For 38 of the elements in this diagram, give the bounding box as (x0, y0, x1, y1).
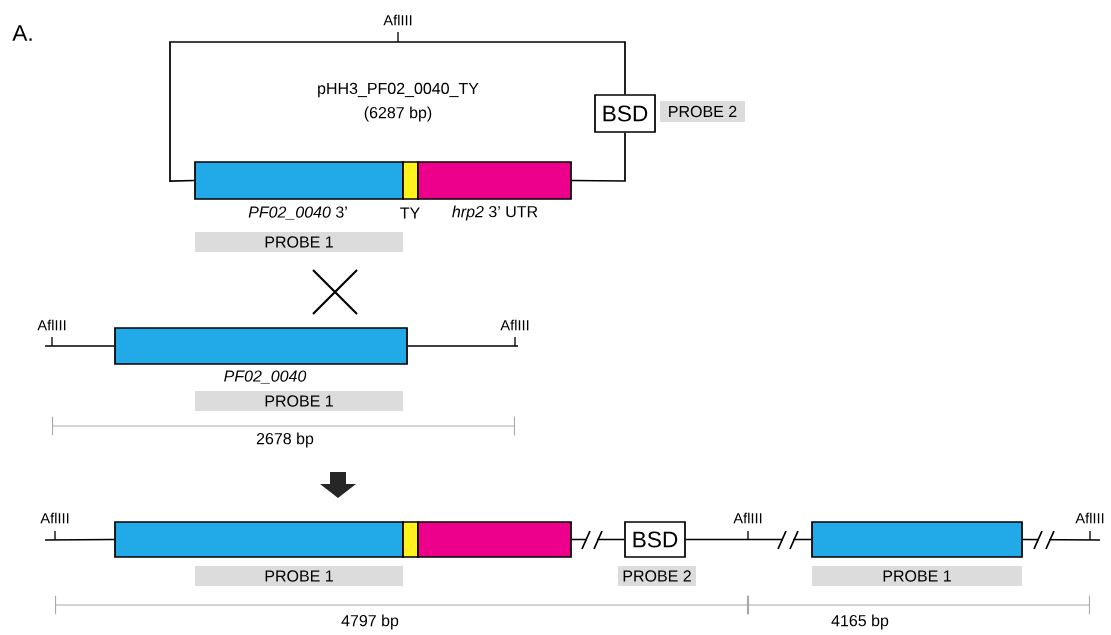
bsd-box: BSD (594, 94, 656, 133)
site-label: AflIII (37, 319, 66, 331)
probe-band: PROBE 1 (195, 566, 403, 586)
site-label: AflIII (383, 14, 412, 26)
site-label: AflIII (1075, 512, 1104, 524)
dna-line (407, 345, 519, 347)
gene-segment (114, 521, 404, 558)
probe-band: PROBE 1 (195, 391, 403, 411)
site-label: AflIII (40, 512, 69, 524)
utr-segment (417, 161, 572, 200)
probe-band: PROBE 1 (195, 232, 403, 252)
dna-line (685, 538, 812, 541)
site-label: AflIII (500, 319, 529, 331)
plasmid-size: (6287 bp) (364, 106, 432, 122)
probe-band: PROBE 2 (660, 101, 745, 122)
size-label: 2678 bp (256, 432, 314, 448)
gene-segment (194, 161, 404, 200)
dna-line (1022, 538, 1101, 541)
size-label: 4797 bp (341, 614, 399, 630)
plasmid-name: pHH3_PF02_0040_TY (318, 82, 479, 98)
dna-line (44, 345, 115, 347)
site-label: AflIII (733, 512, 762, 524)
gene-label: PF02_0040 3’ (248, 206, 347, 220)
size-label: 4165 bp (831, 614, 889, 630)
dna-line (571, 132, 626, 182)
gene-label: TY (400, 207, 420, 219)
dna-line (571, 538, 625, 541)
gene-segment (114, 327, 408, 365)
panel-label: A. (12, 25, 32, 41)
probe-band: PROBE 2 (618, 566, 696, 586)
dna-line (169, 41, 626, 182)
gene-segment (811, 521, 1023, 558)
probe-band: PROBE 1 (812, 566, 1022, 586)
gene-label: PF02_0040 (224, 370, 307, 384)
gene-label: hrp2 3’ UTR (452, 205, 538, 221)
utr-segment (417, 521, 572, 558)
dna-line (44, 538, 115, 541)
bsd-box: BSD (624, 521, 686, 558)
